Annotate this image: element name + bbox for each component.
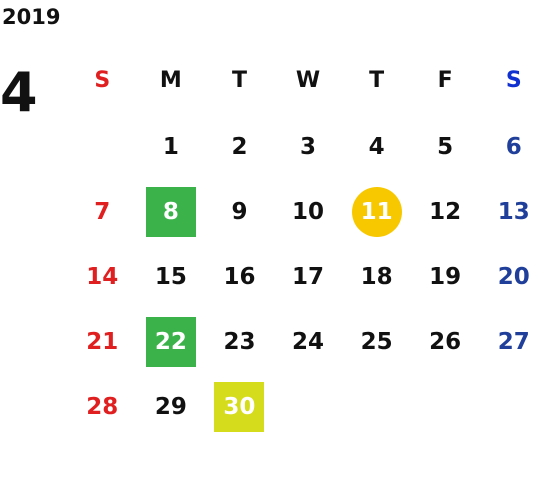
day-cell[interactable]: 18: [360, 263, 393, 290]
weekday-header-sunday: S: [94, 67, 111, 93]
weekday-header-saturday: S: [505, 67, 522, 93]
week-row: 28 29 30: [68, 374, 548, 439]
year-label: 2019: [2, 5, 61, 29]
day-cell-empty: [68, 122, 137, 172]
weekday-header-tuesday: T: [231, 67, 247, 93]
day-cell-sunday[interactable]: 28: [86, 393, 119, 420]
day-cell[interactable]: 25: [360, 328, 393, 355]
week-row: 7 8 9 10 11 12 13: [68, 179, 548, 244]
day-cell-sunday[interactable]: 14: [86, 263, 119, 290]
month-number: 4: [0, 61, 38, 124]
week-row: 14 15 16 17 18 19 20: [68, 244, 548, 309]
day-cell-saturday[interactable]: 13: [497, 198, 530, 225]
week-row: 21 22 23 24 25 26 27: [68, 309, 548, 374]
day-cell[interactable]: 15: [154, 263, 187, 290]
day-cell-saturday[interactable]: 20: [497, 263, 530, 290]
day-cell[interactable]: 29: [154, 393, 187, 420]
highlight-green-marker: 8: [145, 186, 196, 237]
day-cell[interactable]: 1: [162, 133, 179, 160]
day-cell[interactable]: 26: [429, 328, 462, 355]
highlight-yellow-circle-marker: 11: [351, 186, 402, 237]
day-cell[interactable]: 5: [437, 133, 454, 160]
day-cell-saturday[interactable]: 27: [497, 328, 530, 355]
highlight-lime-marker: 30: [214, 381, 265, 432]
day-cell-empty: [411, 382, 480, 432]
day-cell-highlighted[interactable]: 30: [205, 381, 274, 432]
weekday-header-friday: F: [437, 67, 453, 93]
day-cell[interactable]: 23: [223, 328, 256, 355]
day-cell-sunday[interactable]: 21: [86, 328, 119, 355]
week-row: 1 2 3 4 5 6: [68, 114, 548, 179]
day-cell[interactable]: 17: [292, 263, 325, 290]
day-cell[interactable]: 2: [231, 133, 248, 160]
highlight-green-marker: 22: [145, 316, 196, 367]
day-cell[interactable]: 19: [429, 263, 462, 290]
calendar-grid: S M T W T F S 1 2 3 4 5 6 7 8 9 10: [68, 46, 548, 439]
day-cell[interactable]: 24: [292, 328, 325, 355]
day-cell-highlighted[interactable]: 11: [342, 186, 411, 237]
day-cell-sunday[interactable]: 7: [94, 198, 111, 225]
weekday-header-wednesday: W: [295, 67, 321, 93]
day-cell[interactable]: 16: [223, 263, 256, 290]
day-cell-empty: [274, 382, 343, 432]
day-cell[interactable]: 3: [300, 133, 317, 160]
day-cell-empty: [342, 382, 411, 432]
day-cell-highlighted[interactable]: 8: [137, 186, 206, 237]
day-cell[interactable]: 9: [231, 198, 248, 225]
day-cell[interactable]: 10: [292, 198, 325, 225]
weekday-header-thursday: T: [369, 67, 385, 93]
day-cell-highlighted[interactable]: 22: [137, 316, 206, 367]
day-cell[interactable]: 12: [429, 198, 462, 225]
day-cell-empty: [479, 382, 548, 432]
weekday-header-row: S M T W T F S: [68, 46, 548, 114]
weekday-header-monday: M: [159, 67, 182, 93]
day-cell[interactable]: 4: [368, 133, 385, 160]
day-cell-saturday[interactable]: 6: [505, 133, 522, 160]
